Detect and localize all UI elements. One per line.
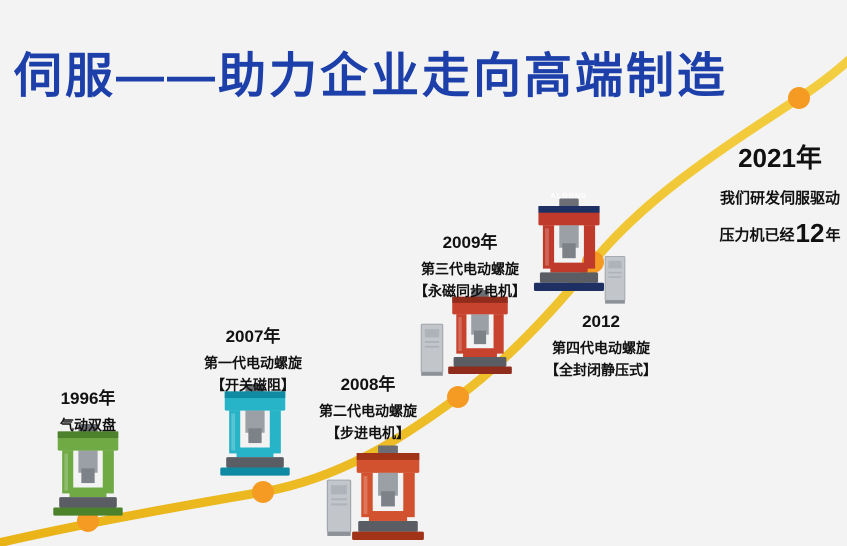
- final-years-count: 12: [795, 218, 825, 248]
- milestone-year: 2012: [582, 312, 620, 331]
- press-machine-2009-icon: [440, 290, 520, 378]
- machine-brand-label: ALOONG: [550, 193, 588, 200]
- final-line2-suffix: 年: [825, 227, 841, 244]
- milestone-2012: 2012 第四代电动螺旋 【全封闭静压式】: [534, 312, 668, 381]
- milestone-label: 第三代电动螺旋: [421, 261, 519, 277]
- milestone-year: 2009年: [442, 233, 498, 252]
- press-machine-2012-icon: ALOONG: [528, 184, 610, 310]
- final-year: 2021年: [738, 143, 822, 173]
- milestone-label: 第二代电动螺旋: [319, 403, 417, 419]
- final-line2: 压力机已经12年: [698, 218, 847, 249]
- milestone-year: 2008年: [340, 375, 396, 394]
- milestone-2008: 2008年 第二代电动螺旋 【步进电机】: [306, 370, 430, 444]
- milestone-2009: 2009年 第三代电动螺旋 【永磁同步电机】: [403, 228, 537, 302]
- press-machine-2008-icon: [346, 444, 430, 546]
- milestone-1996: 1996年 气动双盘: [30, 384, 146, 436]
- milestone-year: 1996年: [60, 389, 116, 408]
- final-line1: 我们研发伺服驱动: [719, 190, 840, 207]
- final-line2-prefix: 压力机已经: [719, 227, 795, 244]
- press-machine-1996-icon: [46, 424, 130, 520]
- milestone-label: 第一代电动螺旋: [204, 355, 302, 371]
- milestone-label: 第四代电动螺旋: [552, 340, 650, 356]
- timeline-dot-2008: [447, 386, 469, 408]
- milestone-2021: 2021年 我们研发伺服驱动 压力机已经12年: [698, 138, 847, 249]
- timeline-dot-2007: [252, 481, 274, 503]
- milestone-sublabel: 【步进电机】: [326, 425, 410, 441]
- press-machine-2007-icon: [212, 384, 298, 480]
- milestone-sublabel: 【开关磁阻】: [211, 377, 295, 393]
- milestone-sublabel: 【全封闭静压式】: [545, 362, 657, 378]
- milestone-2007: 2007年 第一代电动螺旋 【开关磁阻】: [193, 322, 313, 396]
- milestone-label: 气动双盘: [60, 417, 116, 433]
- milestone-sublabel: 【永磁同步电机】: [414, 283, 526, 299]
- timeline-dot-2021: [788, 87, 810, 109]
- page-title: 伺服——助力企业走向高端制造: [14, 50, 729, 103]
- milestone-year: 2007年: [225, 327, 281, 346]
